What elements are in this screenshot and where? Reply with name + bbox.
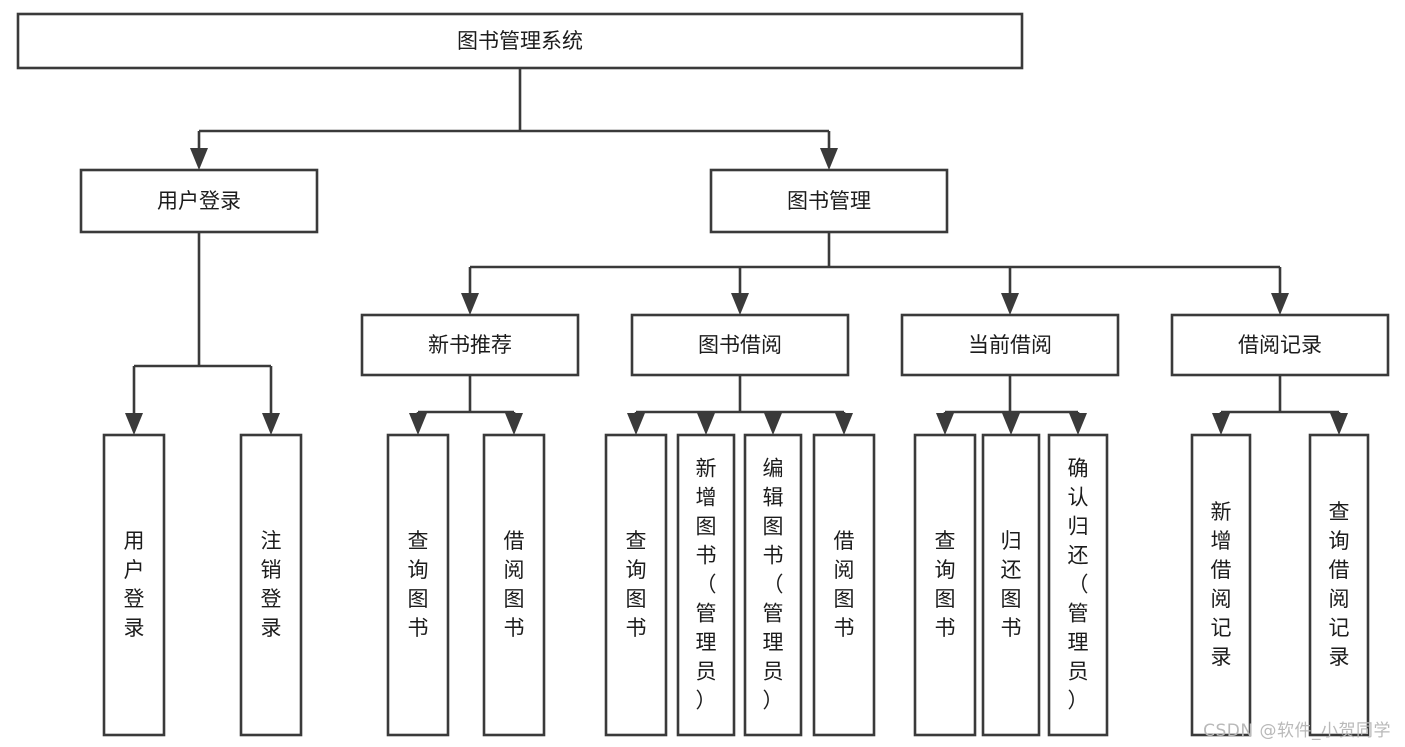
- node-leaf-user-login[interactable]: 用户登录: [102, 433, 166, 737]
- node-label-borrow-record: 借阅记录: [1238, 333, 1322, 357]
- node-label-new-book-rec: 新书推荐: [428, 333, 512, 357]
- node-leaf-query-book-2[interactable]: 查询图书: [604, 433, 668, 737]
- node-leaf-return-book[interactable]: 归还图书: [981, 433, 1041, 737]
- node-box-borrow-record: [1170, 313, 1390, 377]
- edges-layer: [125, 68, 1348, 435]
- watermark-text: CSDN @软件_小贺同学: [1203, 721, 1391, 741]
- node-label-book-manage: 图书管理: [787, 189, 871, 213]
- node-book-borrow[interactable]: 图书借阅: [630, 313, 850, 377]
- node-label-leaf-confirm-return: 确认归还（管理员）: [1068, 456, 1089, 712]
- node-box-new-book-rec: [360, 313, 580, 377]
- node-label-leaf-query-record: 查询借阅记录: [1329, 500, 1350, 669]
- node-label-leaf-query-book-3: 查询图书: [935, 529, 956, 640]
- node-book-manage[interactable]: 图书管理: [709, 168, 949, 234]
- node-label-leaf-add-record: 新增借阅记录: [1211, 500, 1232, 669]
- node-box-leaf-borrow-book-2: [812, 433, 876, 737]
- node-box-leaf-add-book: [676, 433, 736, 737]
- node-box-leaf-edit-book: [743, 433, 803, 737]
- node-label-leaf-edit-book: 编辑图书（管理员）: [763, 456, 784, 712]
- node-leaf-add-book[interactable]: 新增图书（管理员）: [676, 433, 736, 737]
- node-user-login[interactable]: 用户登录: [79, 168, 319, 234]
- node-label-leaf-user-logout: 注销登录: [261, 529, 282, 640]
- node-current-borrow[interactable]: 当前借阅: [900, 313, 1120, 377]
- node-box-leaf-query-book-2: [604, 433, 668, 737]
- node-box-user-login: [79, 168, 319, 234]
- node-box-current-borrow: [900, 313, 1120, 377]
- node-leaf-user-logout[interactable]: 注销登录: [239, 433, 303, 737]
- node-box-leaf-return-book: [981, 433, 1041, 737]
- node-box-leaf-query-book-1: [386, 433, 450, 737]
- node-box-leaf-confirm-return: [1047, 433, 1109, 737]
- node-label-leaf-borrow-book-1: 借阅图书: [504, 529, 525, 640]
- node-label-leaf-add-book: 新增图书（管理员）: [696, 456, 717, 712]
- node-label-leaf-query-book-1: 查询图书: [408, 529, 429, 640]
- node-label-current-borrow: 当前借阅: [968, 333, 1052, 357]
- node-leaf-query-record[interactable]: 查询借阅记录: [1308, 433, 1370, 737]
- node-label-leaf-borrow-book-2: 借阅图书: [834, 529, 855, 640]
- node-box-book-borrow: [630, 313, 850, 377]
- node-box-root: [16, 12, 1024, 70]
- node-leaf-query-book-3[interactable]: 查询图书: [913, 433, 977, 737]
- node-box-leaf-query-book-3: [913, 433, 977, 737]
- node-label-user-login: 用户登录: [157, 189, 241, 213]
- node-label-leaf-user-login: 用户登录: [124, 529, 145, 640]
- node-box-leaf-query-record: [1308, 433, 1370, 737]
- node-label-root: 图书管理系统: [457, 29, 583, 53]
- node-leaf-edit-book[interactable]: 编辑图书（管理员）: [743, 433, 803, 737]
- node-box-leaf-user-logout: [239, 433, 303, 737]
- node-label-book-borrow: 图书借阅: [698, 333, 782, 357]
- node-leaf-add-record[interactable]: 新增借阅记录: [1190, 433, 1252, 737]
- node-new-book-rec[interactable]: 新书推荐: [360, 313, 580, 377]
- node-box-leaf-borrow-book-1: [482, 433, 546, 737]
- node-box-leaf-add-record: [1190, 433, 1252, 737]
- node-box-leaf-user-login: [102, 433, 166, 737]
- node-label-leaf-query-book-2: 查询图书: [626, 529, 647, 640]
- nodes-layer: 图书管理系统用户登录图书管理新书推荐图书借阅当前借阅借阅记录用户登录注销登录查询…: [16, 12, 1390, 737]
- node-leaf-confirm-return[interactable]: 确认归还（管理员）: [1047, 433, 1109, 737]
- node-label-leaf-return-book: 归还图书: [1001, 529, 1022, 640]
- node-leaf-query-book-1[interactable]: 查询图书: [386, 433, 450, 737]
- node-borrow-record[interactable]: 借阅记录: [1170, 313, 1390, 377]
- node-leaf-borrow-book-2[interactable]: 借阅图书: [812, 433, 876, 737]
- node-box-book-manage: [709, 168, 949, 234]
- node-leaf-borrow-book-1[interactable]: 借阅图书: [482, 433, 546, 737]
- node-root[interactable]: 图书管理系统: [16, 12, 1024, 70]
